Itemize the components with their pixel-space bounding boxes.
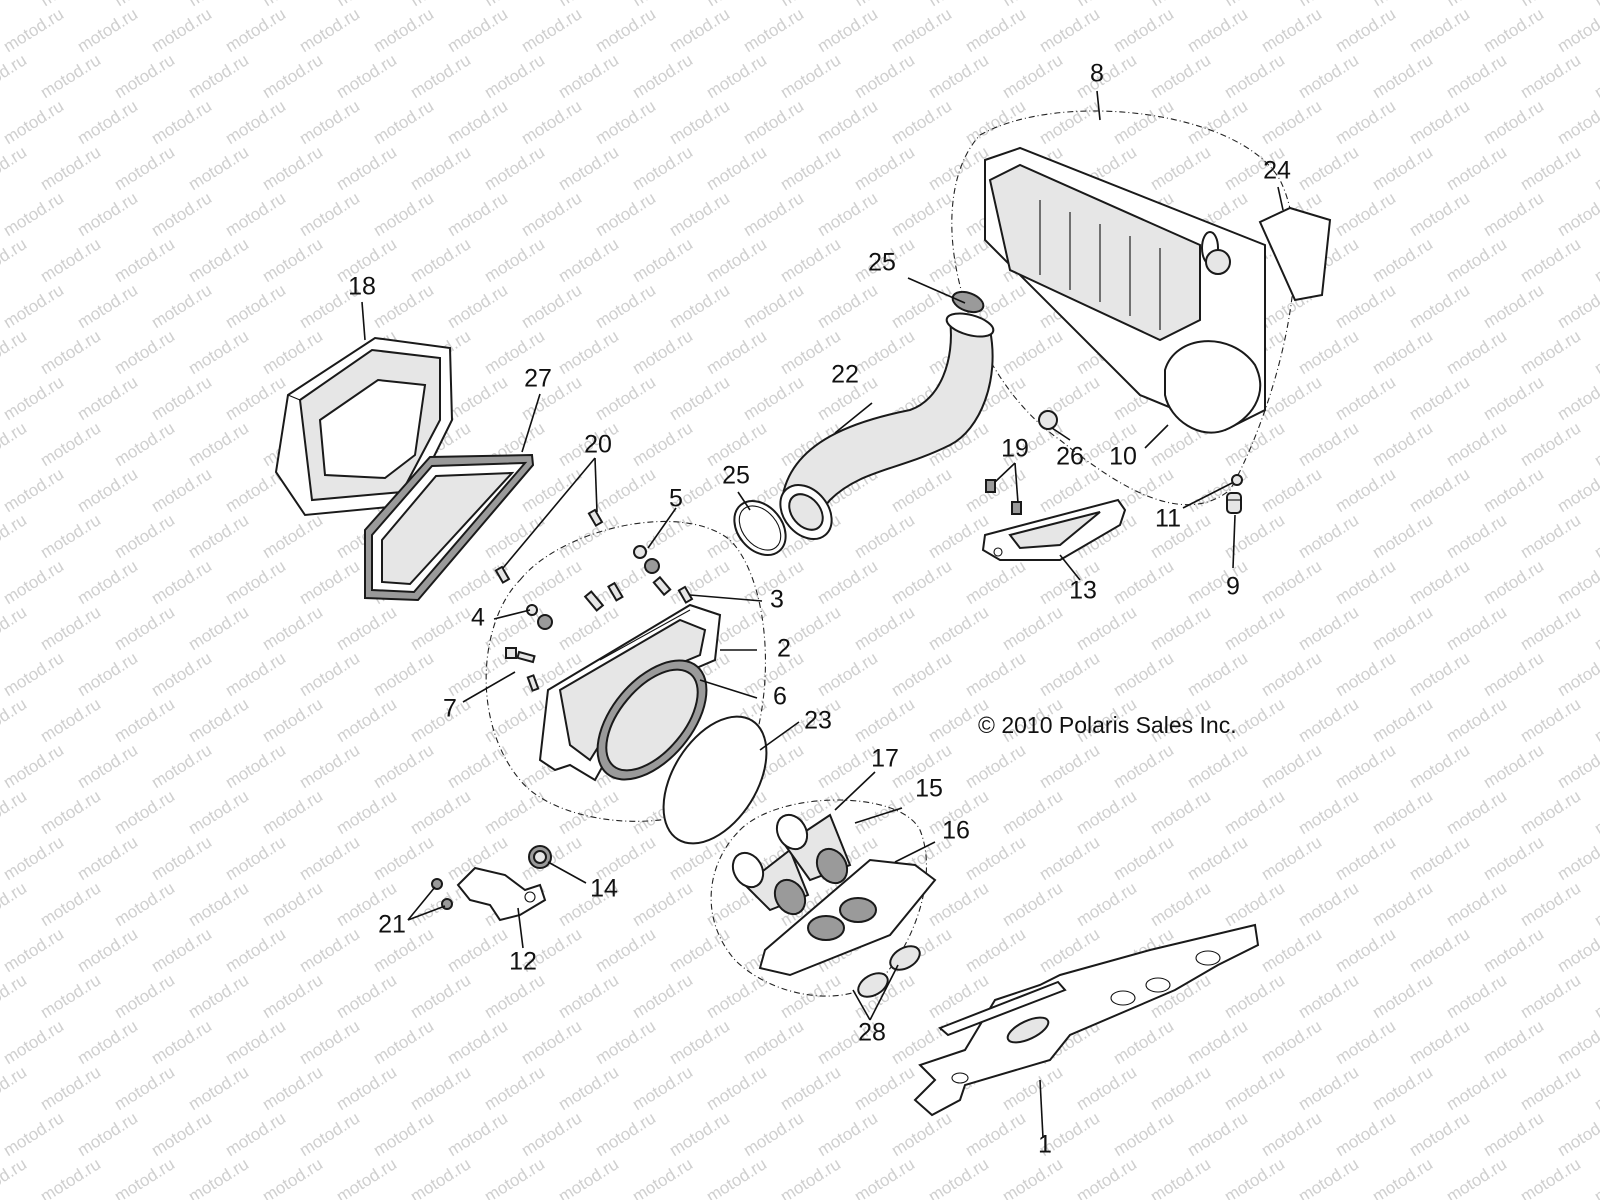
callout-11: 11 (1155, 505, 1181, 533)
callout-16: 16 (942, 817, 970, 845)
callout-22: 22 (831, 361, 859, 389)
callout-25-upper: 25 (868, 249, 896, 277)
callout-3: 3 (770, 586, 784, 614)
nut-part-14 (528, 845, 552, 869)
callout-24: 24 (1263, 157, 1291, 185)
copyright-notice: © 2010 Polaris Sales Inc. (978, 712, 1237, 738)
clamps-part-25 (733, 290, 985, 556)
callout-4: 4 (471, 604, 485, 632)
callout-15: 15 (915, 775, 943, 803)
callout-18: 18 (348, 273, 376, 301)
bolts-part-19 (985, 479, 1022, 515)
screws-part-20 (494, 508, 604, 584)
callout-6: 6 (773, 683, 787, 711)
callout-labels: 1 2 3 4 5 6 7 8 9 10 11 12 13 14 15 16 1… (348, 60, 1291, 1159)
callout-28: 28 (858, 1019, 886, 1047)
callout-8: 8 (1090, 60, 1104, 88)
callout-2: 2 (777, 635, 791, 663)
callout-14: 14 (590, 875, 618, 903)
callout-25-lower: 25 (722, 462, 750, 490)
silencer-bracket-part-13 (981, 498, 1127, 561)
callout-9: 9 (1226, 573, 1240, 601)
callout-19: 19 (1001, 435, 1029, 463)
skid-plate-part-1 (913, 923, 1260, 1117)
foam-pad-part-24 (1258, 206, 1332, 302)
callout-13: 13 (1069, 577, 1097, 605)
callout-20: 20 (584, 431, 612, 459)
callout-1: 1 (1038, 1131, 1052, 1159)
callout-23: 23 (804, 707, 832, 735)
callout-5: 5 (669, 485, 683, 513)
oval-seal-part-6 (596, 659, 708, 781)
callout-27: 27 (524, 365, 552, 393)
intake-tube-part-22 (779, 312, 995, 540)
clip-part-11 (1231, 474, 1243, 486)
intake-cover-group-outline (710, 799, 928, 997)
drain-part-9 (1226, 492, 1242, 514)
silencer-part-8 (984, 146, 1266, 434)
callout-12: 12 (509, 948, 537, 976)
airbox-cover-part-18 (274, 336, 454, 517)
callout-21: 21 (378, 911, 406, 939)
callout-17: 17 (871, 745, 899, 773)
ring-seal-part-23 (662, 715, 768, 845)
seals-part-28 (857, 945, 921, 998)
intake-ducts-part-15-17 (731, 813, 852, 916)
callout-26: 26 (1056, 443, 1084, 471)
bracket-part-12 (456, 866, 547, 922)
bolts-part-21 (431, 878, 453, 910)
air-filter-part-27 (364, 453, 535, 602)
small-hardware (505, 545, 694, 692)
leader-lines (361, 90, 1284, 1139)
intake-cover-part-16 (758, 858, 937, 977)
grommet-part-26 (1038, 410, 1058, 430)
callout-7: 7 (443, 695, 457, 723)
callout-10: 10 (1109, 443, 1137, 471)
